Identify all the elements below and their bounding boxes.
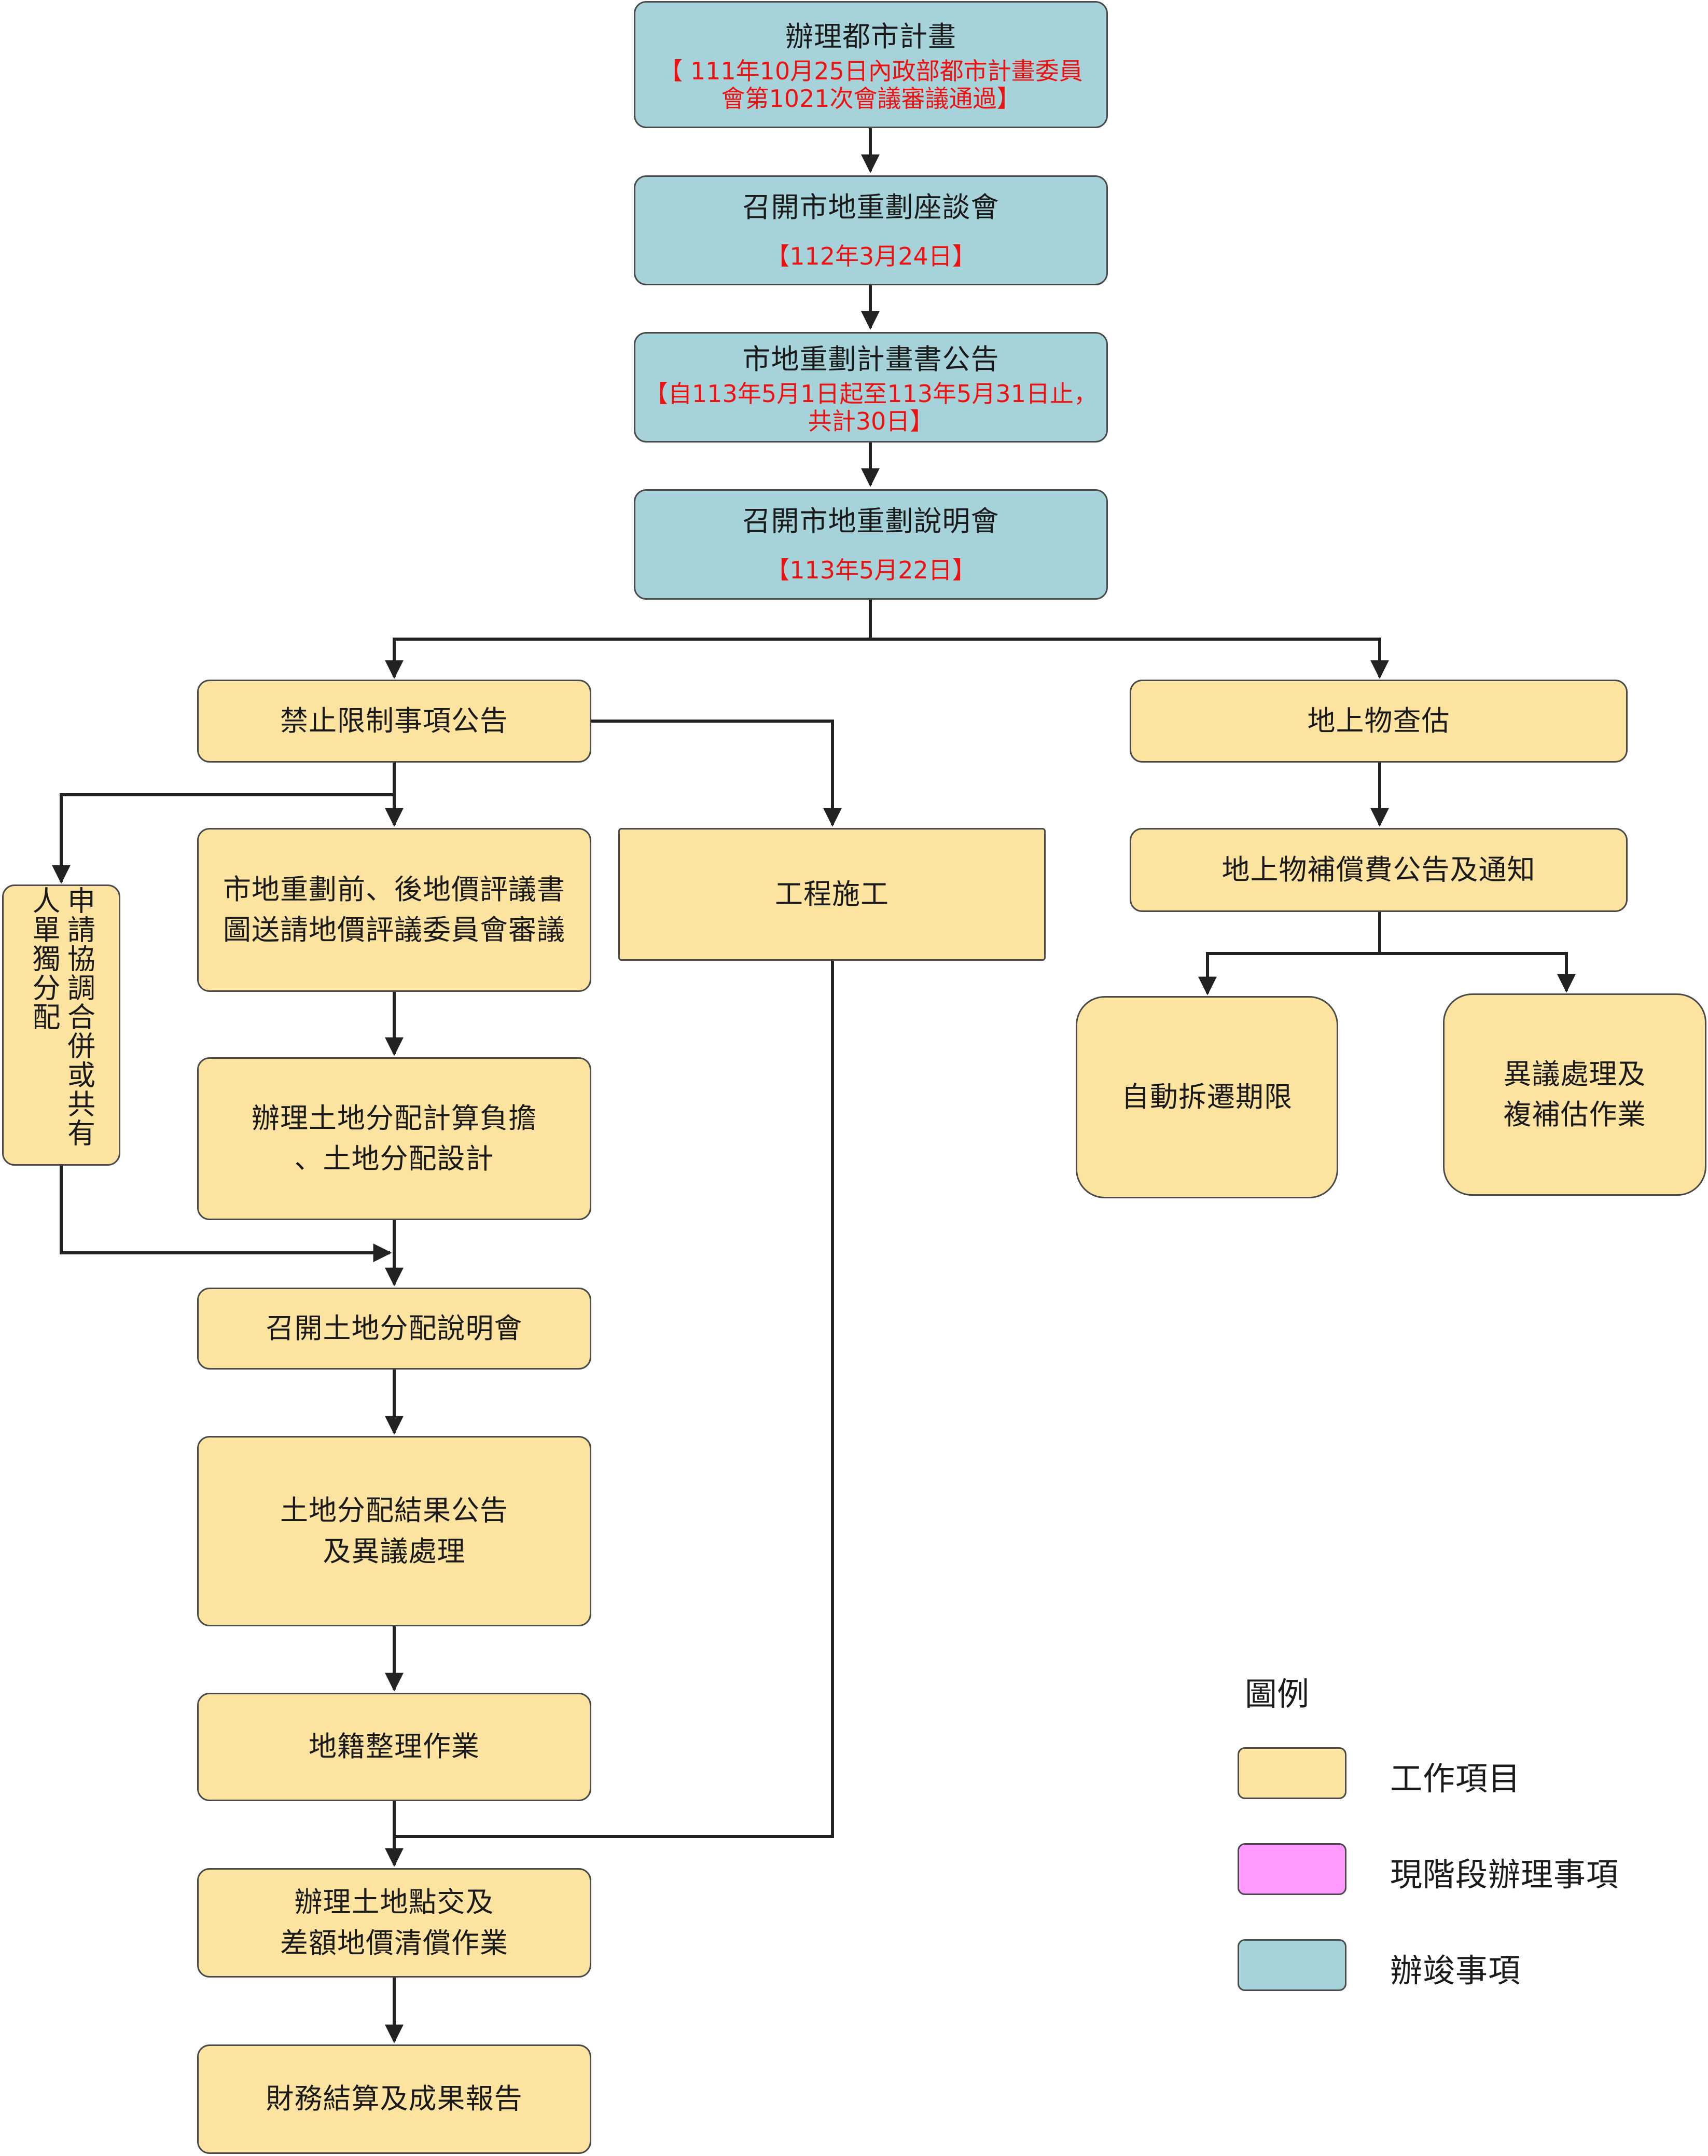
arrow-restriction-to-construction	[591, 720, 842, 827]
node-cadastral-title: 地籍整理作業	[309, 1730, 480, 1763]
node-allocation-result-line2: 及異議處理	[323, 1535, 466, 1568]
legend-label-current: 現階段辦理事項	[1390, 1856, 1619, 1894]
node-demolition-title: 自動拆遷期限	[1121, 1080, 1293, 1113]
node-briefing-title: 召開市地重劃說明會	[742, 505, 999, 537]
node-plan-announce-note-line1: 【自113年5月1日起至113年5月31日止，	[644, 379, 1098, 408]
node-city-plan-note-line1: 【 111年10月25日內政部都市計畫委員	[659, 57, 1083, 85]
legend-title: 圖例	[1245, 1675, 1310, 1713]
legend-label-work: 工作項目	[1390, 1760, 1521, 1798]
node-plan-announce-note-line2: 共計30日】	[808, 407, 934, 435]
node-plan-announce: 市地重劃計畫書公告 【自113年5月1日起至113年5月31日止， 共計30日】	[634, 332, 1108, 443]
node-demolition: 自動拆遷期限	[1076, 996, 1338, 1198]
node-allocation-briefing: 召開土地分配說明會	[197, 1288, 591, 1370]
node-valuation-line2: 圖送請地價評議委員會審議	[223, 914, 565, 946]
arrow-to-objection	[1380, 952, 1576, 993]
node-allocation-calc: 辦理土地分配計算負擔 、土地分配設計	[197, 1057, 591, 1220]
legend-swatch-current	[1238, 1843, 1346, 1895]
node-co-owner: 申請協調合併或共有人單獨分配	[2, 884, 120, 1166]
arrow-construction-merge	[394, 961, 834, 1838]
node-forum-note: 【112年3月24日】	[766, 242, 976, 270]
node-survey-title: 地上物查估	[1307, 704, 1450, 737]
node-objection-line1: 異議處理及	[1503, 1057, 1646, 1090]
node-construction: 工程施工	[618, 828, 1046, 961]
node-allocation-briefing-title: 召開土地分配說明會	[266, 1311, 523, 1345]
node-city-plan-title: 辦理都市計畫	[785, 20, 956, 53]
node-settlement-title: 財務結算及成果報告	[266, 2082, 523, 2116]
legend-label-done: 辦竣事項	[1390, 1952, 1521, 1989]
node-allocation-calc-line1: 辦理土地分配計算負擔	[252, 1101, 537, 1135]
node-forum: 召開市地重劃座談會 【112年3月24日】	[634, 175, 1108, 285]
node-valuation-line1: 市地重劃前、後地價評議書	[223, 873, 565, 906]
node-forum-title: 召開市地重劃座談會	[742, 190, 999, 224]
arrow-co-owner-merge	[60, 1166, 392, 1262]
node-objection: 異議處理及 複補估作業	[1443, 993, 1706, 1196]
node-compensation-title: 地上物補償費公告及通知	[1221, 853, 1536, 886]
node-restriction-title: 禁止限制事項公告	[280, 704, 508, 737]
node-handover-line2: 差額地價清償作業	[280, 1926, 508, 1959]
node-restriction: 禁止限制事項公告	[197, 680, 591, 763]
node-briefing: 召開市地重劃說明會 【113年5月22日】	[634, 489, 1108, 600]
node-briefing-note: 【113年5月22日】	[766, 556, 976, 585]
branch-left	[385, 600, 872, 679]
node-valuation: 市地重劃前、後地價評議書 圖送請地價評議委員會審議	[197, 828, 591, 992]
branch-right	[870, 638, 1389, 679]
node-plan-announce-title: 市地重劃計畫書公告	[742, 343, 999, 376]
arrow-to-co-owner	[52, 793, 394, 884]
node-handover: 辦理土地點交及 差額地價清償作業	[197, 1868, 591, 1978]
legend-swatch-work	[1238, 1747, 1346, 1799]
node-city-plan-note-line2: 會第1021次會議審議通過】	[721, 84, 1021, 113]
node-allocation-calc-line2: 、土地分配設計	[294, 1142, 494, 1175]
node-settlement: 財務結算及成果報告	[197, 2044, 591, 2154]
node-cadastral: 地籍整理作業	[197, 1693, 591, 1801]
node-allocation-result-line1: 土地分配結果公告	[280, 1494, 508, 1527]
node-survey: 地上物查估	[1130, 680, 1628, 763]
node-construction-title: 工程施工	[775, 877, 889, 910]
arrow-to-demolition	[1198, 912, 1381, 996]
legend-swatch-done	[1238, 1939, 1346, 1991]
node-allocation-result: 土地分配結果公告 及異議處理	[197, 1436, 591, 1626]
node-city-plan: 辦理都市計畫 【 111年10月25日內政部都市計畫委員 會第1021次會議審議…	[634, 1, 1108, 128]
node-co-owner-text: 申請協調合併或共有人單獨分配	[27, 886, 95, 1148]
node-compensation: 地上物補償費公告及通知	[1130, 828, 1628, 912]
node-objection-line2: 複補估作業	[1503, 1098, 1646, 1131]
node-handover-line1: 辦理土地點交及	[294, 1886, 494, 1919]
